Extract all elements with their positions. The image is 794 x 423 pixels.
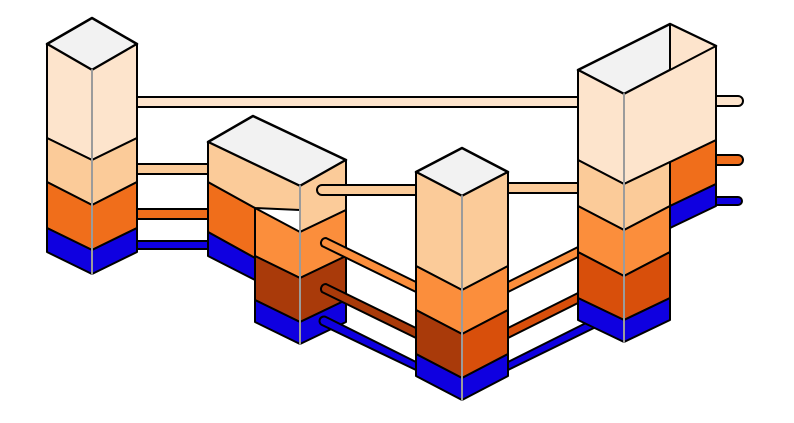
tower-d <box>576 22 718 343</box>
middle-connectors <box>316 184 417 371</box>
connector-pipe <box>715 154 744 166</box>
connector-pipe <box>316 184 417 196</box>
connector-pipe <box>318 315 417 371</box>
tower-c <box>414 146 510 401</box>
connector-pipe <box>715 196 743 206</box>
connector-pipe <box>715 95 744 107</box>
tower-a <box>45 16 139 275</box>
connector-pipe <box>115 96 602 108</box>
connector-pipe <box>124 240 213 250</box>
tower-layer <box>207 141 301 211</box>
tower-b <box>206 114 348 345</box>
